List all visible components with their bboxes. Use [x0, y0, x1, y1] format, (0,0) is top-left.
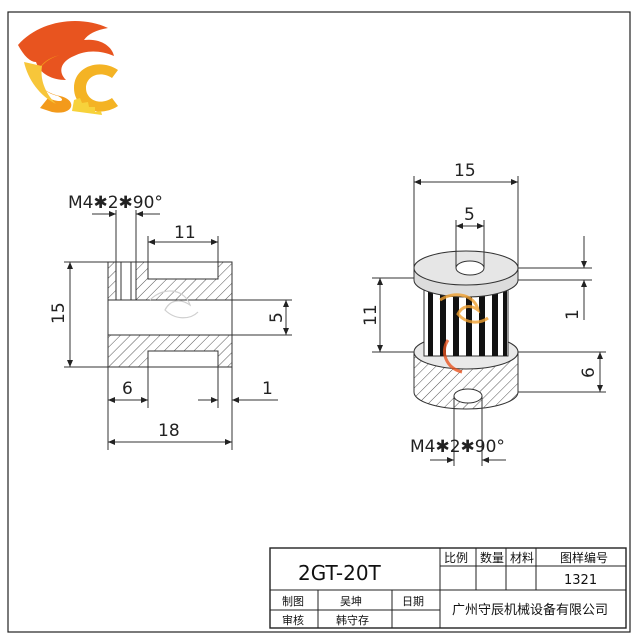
header-quantity: 数量	[480, 550, 504, 565]
title-block	[269, 547, 627, 629]
logo-flame	[24, 62, 56, 104]
header-scale: 比例	[444, 551, 468, 565]
right-thread-note: M4✱2✱90°	[410, 437, 505, 457]
header-material: 材料	[510, 551, 534, 565]
left-dim-flange: 6	[122, 379, 133, 399]
sheet-border	[7, 11, 631, 633]
right-dimensions	[372, 176, 606, 466]
left-bore	[107, 299, 233, 336]
checked-by: 韩守存	[336, 613, 369, 627]
left-dim-height: 15	[49, 302, 69, 324]
left-thread-note: M4✱2✱90°	[68, 193, 163, 213]
header-drawing-no: 图样编号	[560, 550, 608, 565]
left-dim-bore: 5	[267, 312, 287, 323]
drawn-label: 制图	[282, 595, 304, 608]
right-teeth	[428, 290, 507, 356]
logo-letter-c	[74, 64, 118, 112]
part-number: 2GT-20T	[298, 561, 382, 585]
right-bore	[455, 260, 485, 276]
right-dim-flange: 6	[579, 367, 599, 378]
company-name: 广州守辰机械设备有限公司	[452, 602, 608, 618]
left-groove-bottom	[147, 350, 219, 368]
logo-gear-teeth	[72, 98, 102, 115]
right-watermark	[443, 339, 463, 374]
left-dim-length: 18	[158, 421, 180, 441]
right-dim-tooth-height: 11	[361, 304, 381, 326]
title-block-frame	[269, 547, 627, 629]
date-label: 日期	[402, 595, 424, 608]
left-groove-top	[147, 261, 219, 280]
company-logo	[18, 21, 118, 115]
drawn-by: 吴坤	[340, 594, 362, 608]
left-view	[64, 210, 292, 450]
right-screw-hole	[453, 388, 483, 404]
left-dim-lip: 1	[262, 379, 273, 399]
logo-letter-s	[37, 55, 72, 113]
drawing-number: 1321	[564, 573, 597, 588]
left-dim-top-width: 11	[174, 223, 196, 243]
right-dim-gap: 1	[563, 309, 583, 320]
checked-label: 审核	[282, 613, 304, 627]
right-dim-outer-diameter: 15	[454, 161, 476, 181]
right-watermark	[439, 293, 489, 324]
left-screw-hole	[115, 261, 137, 301]
right-dim-bore: 5	[464, 205, 475, 225]
right-view	[413, 250, 519, 410]
left-watermark	[149, 290, 199, 319]
